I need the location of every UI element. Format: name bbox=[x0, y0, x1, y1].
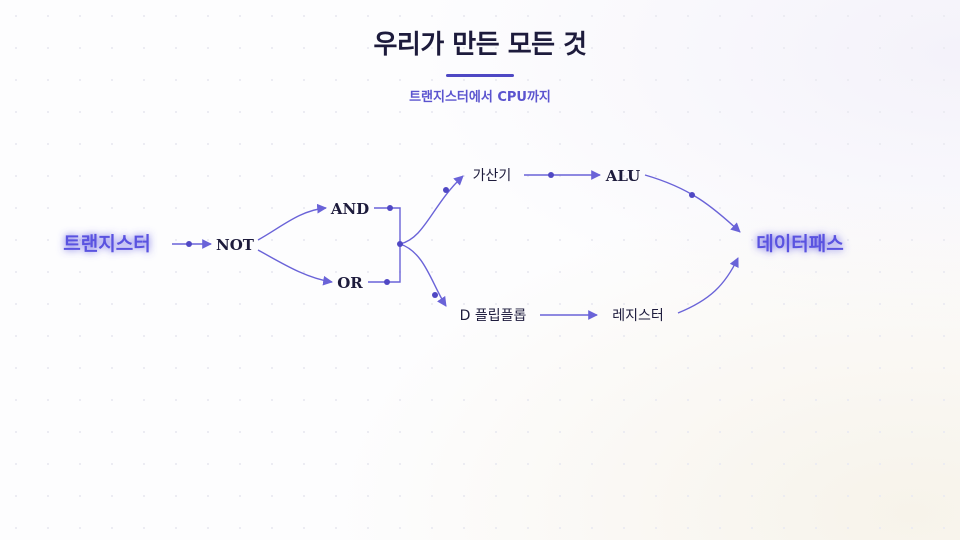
page-subtitle: 트랜지스터에서 CPU까지 bbox=[409, 90, 551, 105]
page-title: 우리가 만든 모든 것 bbox=[373, 30, 587, 60]
node-and: AND bbox=[330, 200, 369, 218]
edge-alu-datapath bbox=[644, 174, 741, 233]
title-underline bbox=[446, 74, 514, 77]
edge-junction-dflipflop bbox=[399, 243, 447, 307]
edge-register-datapath bbox=[677, 257, 739, 314]
node-alu: ALU bbox=[605, 167, 640, 185]
node-datapath: 데이터패스 bbox=[756, 233, 843, 255]
edge-dot bbox=[186, 241, 192, 247]
edge-not-or bbox=[257, 249, 333, 286]
edge-dot bbox=[548, 172, 554, 178]
junction-dot bbox=[397, 241, 403, 247]
node-register: 레지스터 bbox=[612, 308, 664, 324]
node-not: NOT bbox=[216, 236, 255, 254]
node-adder: 가산기 bbox=[473, 168, 512, 184]
edge-dot bbox=[384, 279, 390, 285]
edge-not-and bbox=[257, 203, 327, 241]
node-or: OR bbox=[337, 274, 363, 292]
node-dflipflop: D 플립플롭 bbox=[460, 308, 527, 324]
edge-dot bbox=[387, 205, 393, 211]
node-transistor: 트랜지스터 bbox=[63, 233, 150, 255]
edge-dot bbox=[443, 187, 449, 193]
edge-dot bbox=[689, 192, 695, 198]
edge-or-junction bbox=[368, 244, 401, 283]
edge-dot bbox=[432, 292, 438, 298]
edge-junction-adder bbox=[399, 175, 464, 245]
edge-and-junction bbox=[374, 207, 401, 244]
